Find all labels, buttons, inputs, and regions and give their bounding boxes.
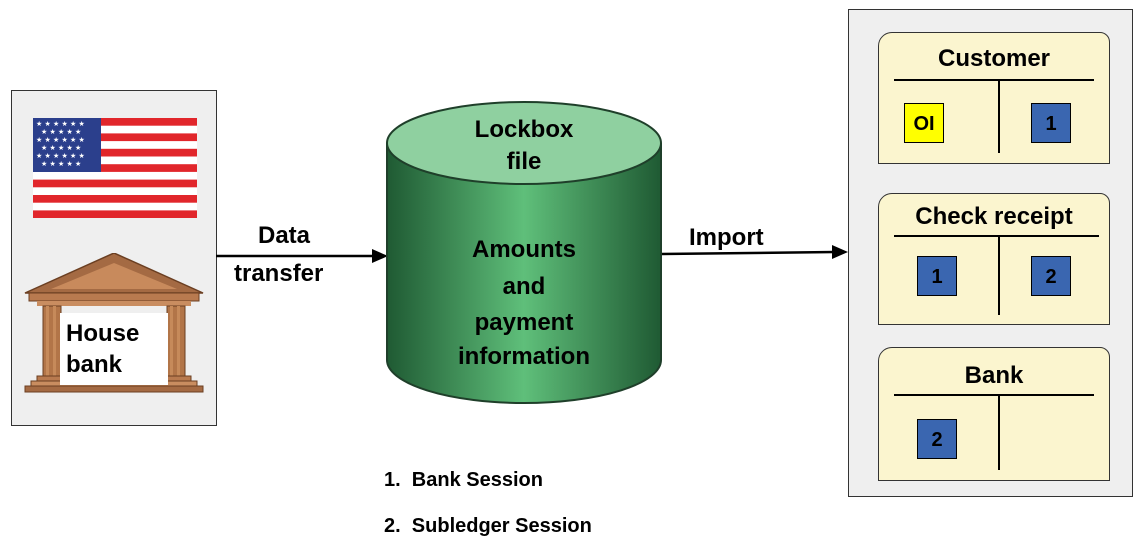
svg-text:★ ★ ★ ★ ★: ★ ★ ★ ★ ★ bbox=[41, 128, 81, 136]
customer-account-vline bbox=[998, 79, 1000, 153]
customer-account-title: Customer bbox=[937, 45, 1051, 72]
check-receipt-account-hline bbox=[894, 235, 1099, 237]
ledger-panel: Customer OI 1 Check receipt 1 2 Bank 2 bbox=[848, 9, 1133, 497]
cylinder-title-line1: Lockbox bbox=[474, 116, 574, 143]
cylinder-body-line1: Amounts bbox=[472, 236, 576, 263]
data-transfer-label-line1: Data bbox=[258, 222, 311, 249]
house-bank-panel: ★ ★ ★ ★ ★ ★ ★ ★ ★ ★ ★ ★ ★ ★ ★ ★ ★ ★ ★ ★ … bbox=[11, 90, 217, 426]
bank-account-title: Bank bbox=[964, 362, 1024, 389]
cylinder-title-line2: file bbox=[506, 148, 542, 175]
svg-text:★ ★ ★ ★ ★ ★: ★ ★ ★ ★ ★ ★ bbox=[36, 152, 85, 160]
check-receipt-right-box: 2 bbox=[1031, 256, 1071, 296]
cylinder-body-line3: payment bbox=[474, 309, 574, 336]
check-receipt-account-vline bbox=[998, 235, 1000, 315]
customer-step-box: 1 bbox=[1031, 103, 1071, 143]
cylinder-body-line4: information bbox=[458, 343, 590, 370]
customer-account-hline bbox=[894, 79, 1094, 81]
lockbox-file-cylinder bbox=[386, 101, 662, 404]
customer-open-item-box: OI bbox=[904, 103, 944, 143]
check-receipt-left-box: 1 bbox=[917, 256, 957, 296]
house-bank-label-line1: House bbox=[66, 320, 140, 347]
us-flag-icon: ★ ★ ★ ★ ★ ★ ★ ★ ★ ★ ★ ★ ★ ★ ★ ★ ★ ★ ★ ★ … bbox=[33, 118, 197, 218]
bank-account-hline bbox=[894, 394, 1094, 396]
svg-text:★ ★ ★ ★ ★ ★: ★ ★ ★ ★ ★ ★ bbox=[36, 136, 85, 144]
bank-left-box: 2 bbox=[917, 419, 957, 459]
house-bank-label-line2: bank bbox=[66, 351, 123, 378]
svg-text:★ ★ ★ ★ ★: ★ ★ ★ ★ ★ bbox=[41, 160, 81, 168]
data-transfer-label-line2: transfer bbox=[234, 260, 324, 287]
import-label: Import bbox=[689, 224, 764, 251]
svg-text:★ ★ ★ ★ ★: ★ ★ ★ ★ ★ bbox=[41, 144, 81, 152]
legend-item-subledger-session: 2. Subledger Session bbox=[384, 515, 592, 537]
legend-item-bank-session: 1. Bank Session bbox=[384, 469, 543, 491]
house-bank-label-box bbox=[60, 313, 168, 385]
check-receipt-account: Check receipt 1 2 bbox=[878, 193, 1110, 325]
svg-text:★ ★ ★ ★ ★ ★: ★ ★ ★ ★ ★ ★ bbox=[36, 120, 85, 128]
customer-account: Customer OI 1 bbox=[878, 32, 1110, 164]
bank-account: Bank 2 bbox=[878, 347, 1110, 481]
bank-account-vline bbox=[998, 394, 1000, 470]
check-receipt-account-title: Check receipt bbox=[915, 203, 1073, 230]
cylinder-body-line2: and bbox=[502, 273, 546, 300]
